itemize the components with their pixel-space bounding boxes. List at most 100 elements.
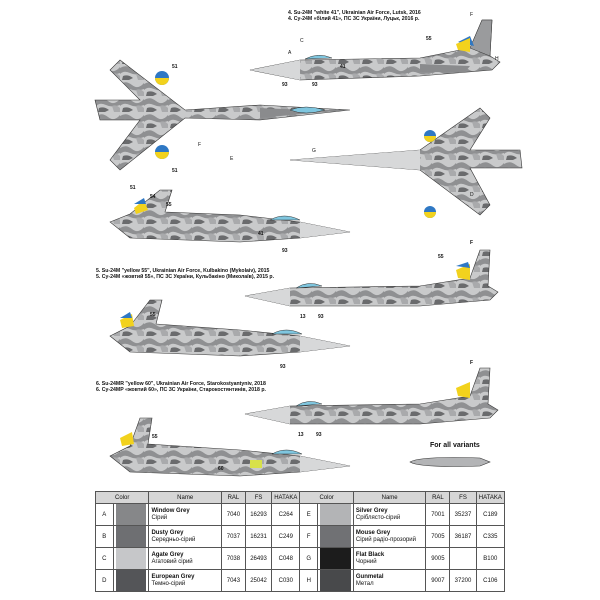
row-index: B [95,525,114,548]
ral-code: 9007 [425,569,451,592]
hdr-color-left: Color [94,491,150,504]
fs-code: 16231 [244,525,273,548]
hataka-code: C335 [475,525,506,548]
variant-6-title-en: 6. Su-24MR "yellow 60", Ukrainian Air Fo… [96,381,266,387]
callout-g-3: G [312,148,316,154]
hdr-ral-left: RAL [220,491,246,504]
tail-number-55: 55 [426,36,432,42]
variant-6-title-ua: 6. Су-24МР «жовтий 60», ПС ЗС України, С… [96,387,266,394]
color-swatch [112,569,150,592]
hdr-color-right: Color [299,491,354,504]
swatch-f [320,526,351,547]
paint-table: Color Name RAL FS HATAKA Color Name RAL … [94,491,506,592]
color-swatch [317,569,354,592]
callout-c-1: C [300,38,304,44]
variant-5-side-view: 55 F 13 93 [244,240,499,320]
v6b-number-60: 60 [218,466,224,472]
variant-5-title-ua: 5. Су-24М «жовтий 55», ПС ЗС України, Ку… [96,274,275,281]
variant-6-title: 6. Su-24MR "yellow 60", Ukrainian Air Fo… [96,381,266,394]
name-ua: Агатовий сірий [151,558,193,565]
name-en: Window Grey [151,507,190,514]
hdr-name-right: Name [352,491,427,504]
variant-6-side-view-2: 55 60 [109,417,351,477]
side-number-55: 55 [166,202,172,208]
nose-number-93a: 93 [282,82,288,88]
swatch-g [320,548,351,569]
fs-code: 26493 [244,547,273,570]
variant-4-top-view: 51 51 F E [94,59,351,174]
name-ua: Сріблясто-сірий [355,514,401,521]
v5-number-55: 55 [438,254,444,260]
name-ua: Сірий радіо-прозорий [355,536,416,543]
name-ua: Сірий [151,514,168,521]
fs-code [449,547,477,570]
all-variants-tank [409,457,491,467]
fs-code: 25042 [244,569,273,592]
callout-e-2: E [230,156,234,162]
hataka-code: C106 [475,569,506,592]
name-en: Flat Black [355,551,385,558]
variant-4-side-view-2: 41 51 54 55 93 [109,185,351,254]
v5-number-13: 13 [300,314,306,320]
name-ua: Чорний [355,558,377,565]
name-en: Gunmetal [355,573,384,580]
row-index: E [299,503,319,526]
side-number-41: 41 [258,231,264,237]
color-swatch [112,525,150,548]
variant-4-side-view: 41 55 F H C A 93 93 [249,12,501,88]
v5-callout-f: F [470,240,473,246]
wing-number-51-bottom: 51 [172,168,178,174]
color-swatch [317,503,354,526]
swatch-c [115,548,147,569]
row-index: C [95,547,114,570]
name-en: Mouse Grey [355,529,391,536]
ral-code: 7037 [220,525,246,548]
name-en: Dusty Grey [151,529,184,536]
name-en: European Grey [151,573,195,580]
ral-code: 7038 [220,547,246,570]
variant-5-title: 5. Su-24M "yellow 55", Ukrainian Air For… [96,268,274,281]
v6-number-13: 13 [298,432,304,438]
fs-code: 35237 [449,503,477,526]
ral-code: 7001 [425,503,451,526]
side-number-54: 54 [150,194,156,200]
variant-4-title-ua: 4. Су-24М «білий 41», ПС ЗС України, Луц… [288,16,420,23]
color-swatch [317,525,354,548]
color-swatch [317,547,354,570]
color-swatch [112,503,150,526]
name-ua: Середньо-сірий [151,536,196,543]
variant-4-title-en: 4. Su-24M "white 41", Ukrainian Air Forc… [288,10,421,16]
v5b-number-93: 93 [280,364,286,370]
callout-a-1: A [288,50,292,56]
name-ua: Темно-сірий [151,580,186,587]
name-en: Agate Grey [151,551,184,558]
hdr-fs-left: FS [244,491,273,504]
callout-f-1: F [470,12,473,18]
name-ua: Метал [355,580,374,587]
ral-code: 7005 [425,525,451,548]
callout-d-3: D [470,192,474,198]
ral-code: 7040 [220,503,246,526]
fs-code: 16293 [244,503,273,526]
side-number-51: 51 [130,185,136,191]
hataka-code: C030 [271,569,301,592]
v6b-number-55: 55 [152,434,158,440]
swatch-h [320,570,351,591]
v5-number-93: 93 [318,314,324,320]
hataka-code: C189 [475,503,506,526]
hdr-ral-right: RAL [425,491,451,504]
hdr-name-left: Name [148,491,222,504]
swatch-b [115,526,147,547]
variant-4-title: 4. Su-24M "white 41", Ukrainian Air Forc… [288,10,421,23]
